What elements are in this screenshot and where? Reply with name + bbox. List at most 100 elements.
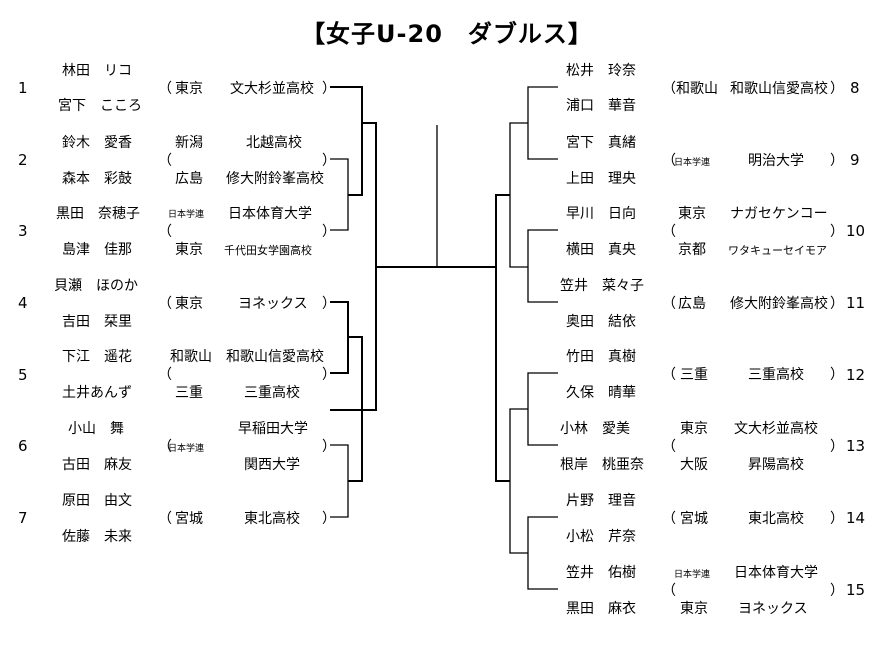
bracket-line bbox=[495, 194, 510, 410]
open-paren: （ bbox=[158, 296, 172, 312]
team-name: ヨネックス bbox=[238, 296, 308, 312]
close-paren: ） bbox=[830, 153, 844, 169]
close-paren: ） bbox=[322, 153, 336, 169]
prefecture: 大阪 bbox=[680, 457, 708, 473]
team-name: ワタキューセイモア bbox=[728, 244, 827, 257]
team-name: 昇陽高校 bbox=[748, 457, 804, 473]
open-paren: （ bbox=[662, 583, 676, 599]
team-name: 日本体育大学 bbox=[228, 206, 312, 222]
team-name: 三重高校 bbox=[748, 367, 804, 383]
player-name: 笠井 菜々子 bbox=[560, 278, 644, 294]
player-name: 横田 真央 bbox=[566, 242, 636, 258]
seed-number: 14 bbox=[846, 509, 866, 527]
open-paren: （ bbox=[158, 511, 172, 527]
player-name: 林田 リコ bbox=[62, 63, 132, 79]
open-paren: （ bbox=[662, 224, 676, 240]
bracket-line bbox=[509, 408, 528, 554]
team-name: 修大附鈴峯高校 bbox=[730, 296, 828, 312]
seed-number: 4 bbox=[18, 294, 28, 312]
seed-number: 7 bbox=[18, 509, 28, 527]
player-name: 笠井 佑樹 bbox=[566, 565, 636, 581]
seed-number: 6 bbox=[18, 437, 28, 455]
prefecture: 日本学連 bbox=[674, 570, 711, 580]
player-name: 小松 芹奈 bbox=[566, 529, 636, 545]
player-name: 松井 玲奈 bbox=[566, 63, 636, 79]
prefecture: 東京 bbox=[680, 421, 708, 437]
seed-number: 10 bbox=[846, 222, 866, 240]
bracket-line bbox=[495, 410, 510, 482]
player-name: 宮下 真緒 bbox=[566, 135, 636, 151]
player-name: 小林 愛美 bbox=[560, 421, 630, 437]
open-paren: （ bbox=[662, 81, 676, 97]
team-name: 文大杉並高校 bbox=[734, 421, 818, 437]
player-name: 奥田 結依 bbox=[566, 314, 636, 330]
player-name: 黒田 奈穂子 bbox=[56, 206, 140, 222]
bracket-line bbox=[330, 336, 363, 411]
bracket-line bbox=[330, 444, 349, 518]
bracket-line bbox=[362, 267, 377, 411]
player-name: 竹田 真樹 bbox=[566, 349, 636, 365]
team-name: 早稲田大学 bbox=[238, 421, 308, 437]
seed-number: 12 bbox=[846, 366, 866, 384]
player-name: 久保 晴華 bbox=[566, 385, 636, 401]
close-paren: ） bbox=[322, 511, 336, 527]
bracket-line bbox=[527, 516, 558, 590]
bracket-line bbox=[330, 86, 363, 196]
prefecture: 日本学連 bbox=[674, 158, 711, 168]
team-name: 北越高校 bbox=[246, 135, 302, 151]
player-name: 原田 由文 bbox=[62, 493, 132, 509]
open-paren: （ bbox=[158, 439, 172, 455]
player-name: 片野 理音 bbox=[566, 493, 636, 509]
close-paren: ） bbox=[830, 81, 844, 97]
close-paren: ） bbox=[830, 583, 844, 599]
seed-number: 11 bbox=[846, 294, 866, 312]
team-name: 文大杉並高校 bbox=[230, 81, 314, 97]
bracket-line bbox=[527, 229, 558, 303]
team-name: 東北高校 bbox=[244, 511, 300, 527]
team-name: 修大附鈴峯高校 bbox=[226, 171, 324, 187]
player-name: 宮下 こころ bbox=[58, 98, 142, 114]
prefecture: 東京 bbox=[175, 242, 203, 258]
team-name: ナガセケンコー bbox=[730, 206, 828, 222]
bracket-line bbox=[362, 122, 377, 267]
prefecture: 三重 bbox=[175, 385, 203, 401]
open-paren: （ bbox=[158, 153, 172, 169]
prefecture: 宮城 bbox=[680, 511, 708, 527]
seed-number: 8 bbox=[850, 79, 860, 97]
close-paren: ） bbox=[322, 439, 336, 455]
team-name: 明治大学 bbox=[748, 153, 804, 169]
open-paren: （ bbox=[158, 367, 172, 383]
team-name: 東北高校 bbox=[748, 511, 804, 527]
open-paren: （ bbox=[158, 224, 172, 240]
bracket-line bbox=[509, 122, 528, 268]
player-name: 貝瀬 ほのか bbox=[54, 278, 138, 294]
player-name: 土井あんず bbox=[62, 385, 132, 401]
player-name: 吉田 栞里 bbox=[62, 314, 132, 330]
open-paren: （ bbox=[662, 439, 676, 455]
open-paren: （ bbox=[158, 81, 172, 97]
team-name: 三重高校 bbox=[244, 385, 300, 401]
player-name: 早川 日向 bbox=[566, 206, 636, 222]
bracket-line bbox=[527, 86, 558, 160]
page-title: 【女子U-20 ダブルス】 bbox=[301, 20, 593, 48]
close-paren: ） bbox=[830, 224, 844, 240]
seed-number: 15 bbox=[846, 581, 866, 599]
prefecture: 日本学連 bbox=[168, 444, 205, 454]
seed-number: 3 bbox=[18, 222, 28, 240]
player-name: 上田 理央 bbox=[566, 171, 636, 187]
player-name: 小山 舞 bbox=[68, 421, 124, 437]
seed-number: 13 bbox=[846, 437, 866, 455]
prefecture: 三重 bbox=[680, 367, 708, 383]
open-paren: （ bbox=[662, 511, 676, 527]
prefecture: 京都 bbox=[678, 242, 706, 258]
prefecture: 広島 bbox=[175, 171, 203, 187]
team-name: 関西大学 bbox=[244, 457, 300, 473]
player-name: 鈴木 愛香 bbox=[62, 135, 132, 151]
close-paren: ） bbox=[830, 511, 844, 527]
bracket-line bbox=[330, 301, 349, 374]
prefecture: 和歌山 bbox=[676, 81, 718, 97]
player-name: 下江 遥花 bbox=[62, 349, 132, 365]
bracket-line bbox=[330, 158, 349, 231]
close-paren: ） bbox=[830, 367, 844, 383]
